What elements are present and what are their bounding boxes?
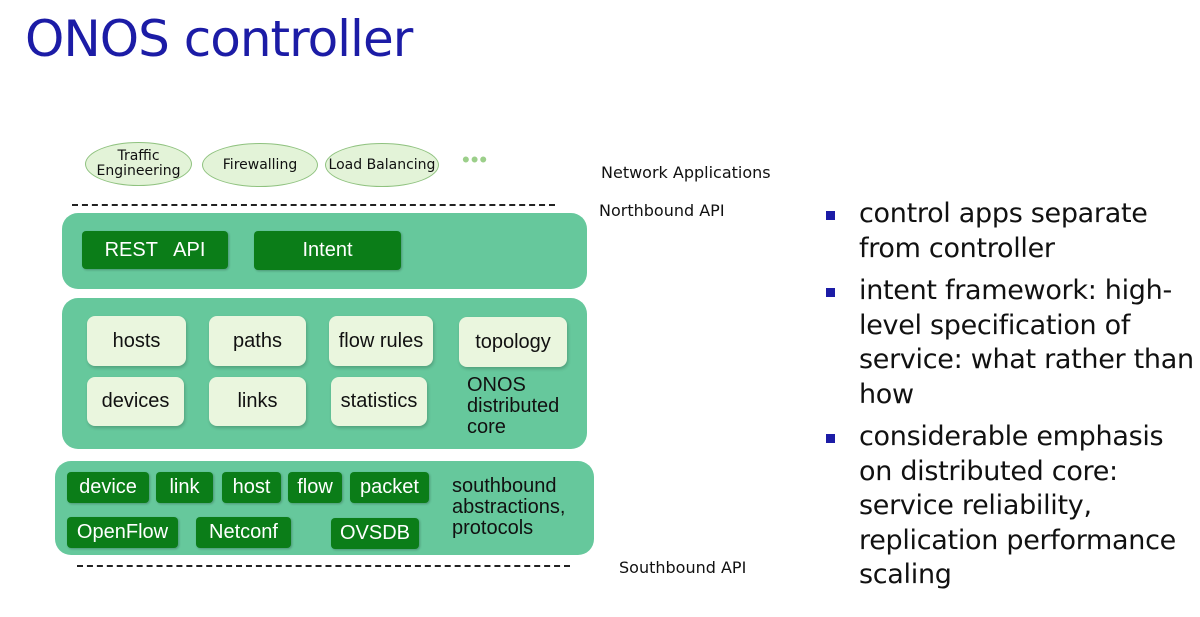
intent-box: Intent [254,231,401,270]
core-hosts: hosts [87,316,186,366]
southbound-caption: southbound abstractions, protocols [452,476,565,539]
bullet-text: intent framework: high-level specificati… [859,275,1194,410]
bullet-item: intent framework: high-level specificati… [826,274,1196,412]
caption-line: distributed [467,395,560,417]
bullet-square-icon [826,211,835,220]
sb-packet: packet [350,472,429,503]
caption-line: core [467,416,506,438]
more-apps-ellipsis: ••• [462,147,489,172]
core-statistics: statistics [331,377,427,426]
bullet-square-icon [826,288,835,297]
southbound-divider [77,565,570,567]
northbound-api-label: Northbound API [599,201,725,220]
caption-line: southbound [452,475,557,497]
sb-device: device [67,472,149,503]
sb-ovsdb: OVSDB [331,518,419,549]
sb-link: link [156,472,213,503]
sb-netconf: Netconf [196,517,291,548]
core-flow-rules: flow rules [329,316,433,366]
bullet-square-icon [826,434,835,443]
caption-line: abstractions, [452,496,566,518]
core-paths: paths [209,316,306,366]
caption-line: protocols [452,517,534,539]
sb-flow: flow [288,472,342,503]
northbound-divider [72,204,555,206]
slide-title: ONOS controller [25,10,413,68]
core-caption: ONOS distributed core [467,375,559,438]
bullet-text: control apps separate from controller [859,198,1148,264]
southbound-api-label: Southbound API [619,558,747,577]
sb-openflow: OpenFlow [67,517,178,548]
bullet-text: considerable emphasis on distributed cor… [859,421,1176,590]
app-traffic-engineering: Traffic Engineering [85,142,192,186]
bullet-list: control apps separate from controller in… [826,197,1196,601]
app-firewalling: Firewalling [202,143,318,187]
sb-host: host [222,472,281,503]
app-load-balancing: Load Balancing [325,143,439,187]
bullet-item: control apps separate from controller [826,197,1196,266]
caption-line: ONOS [467,374,526,396]
bullet-item: considerable emphasis on distributed cor… [826,420,1196,593]
core-topology: topology [459,317,567,367]
rest-api-box: REST API [82,231,228,269]
core-devices: devices [87,377,184,426]
network-applications-label: Network Applications [601,163,771,182]
core-links: links [209,377,306,426]
